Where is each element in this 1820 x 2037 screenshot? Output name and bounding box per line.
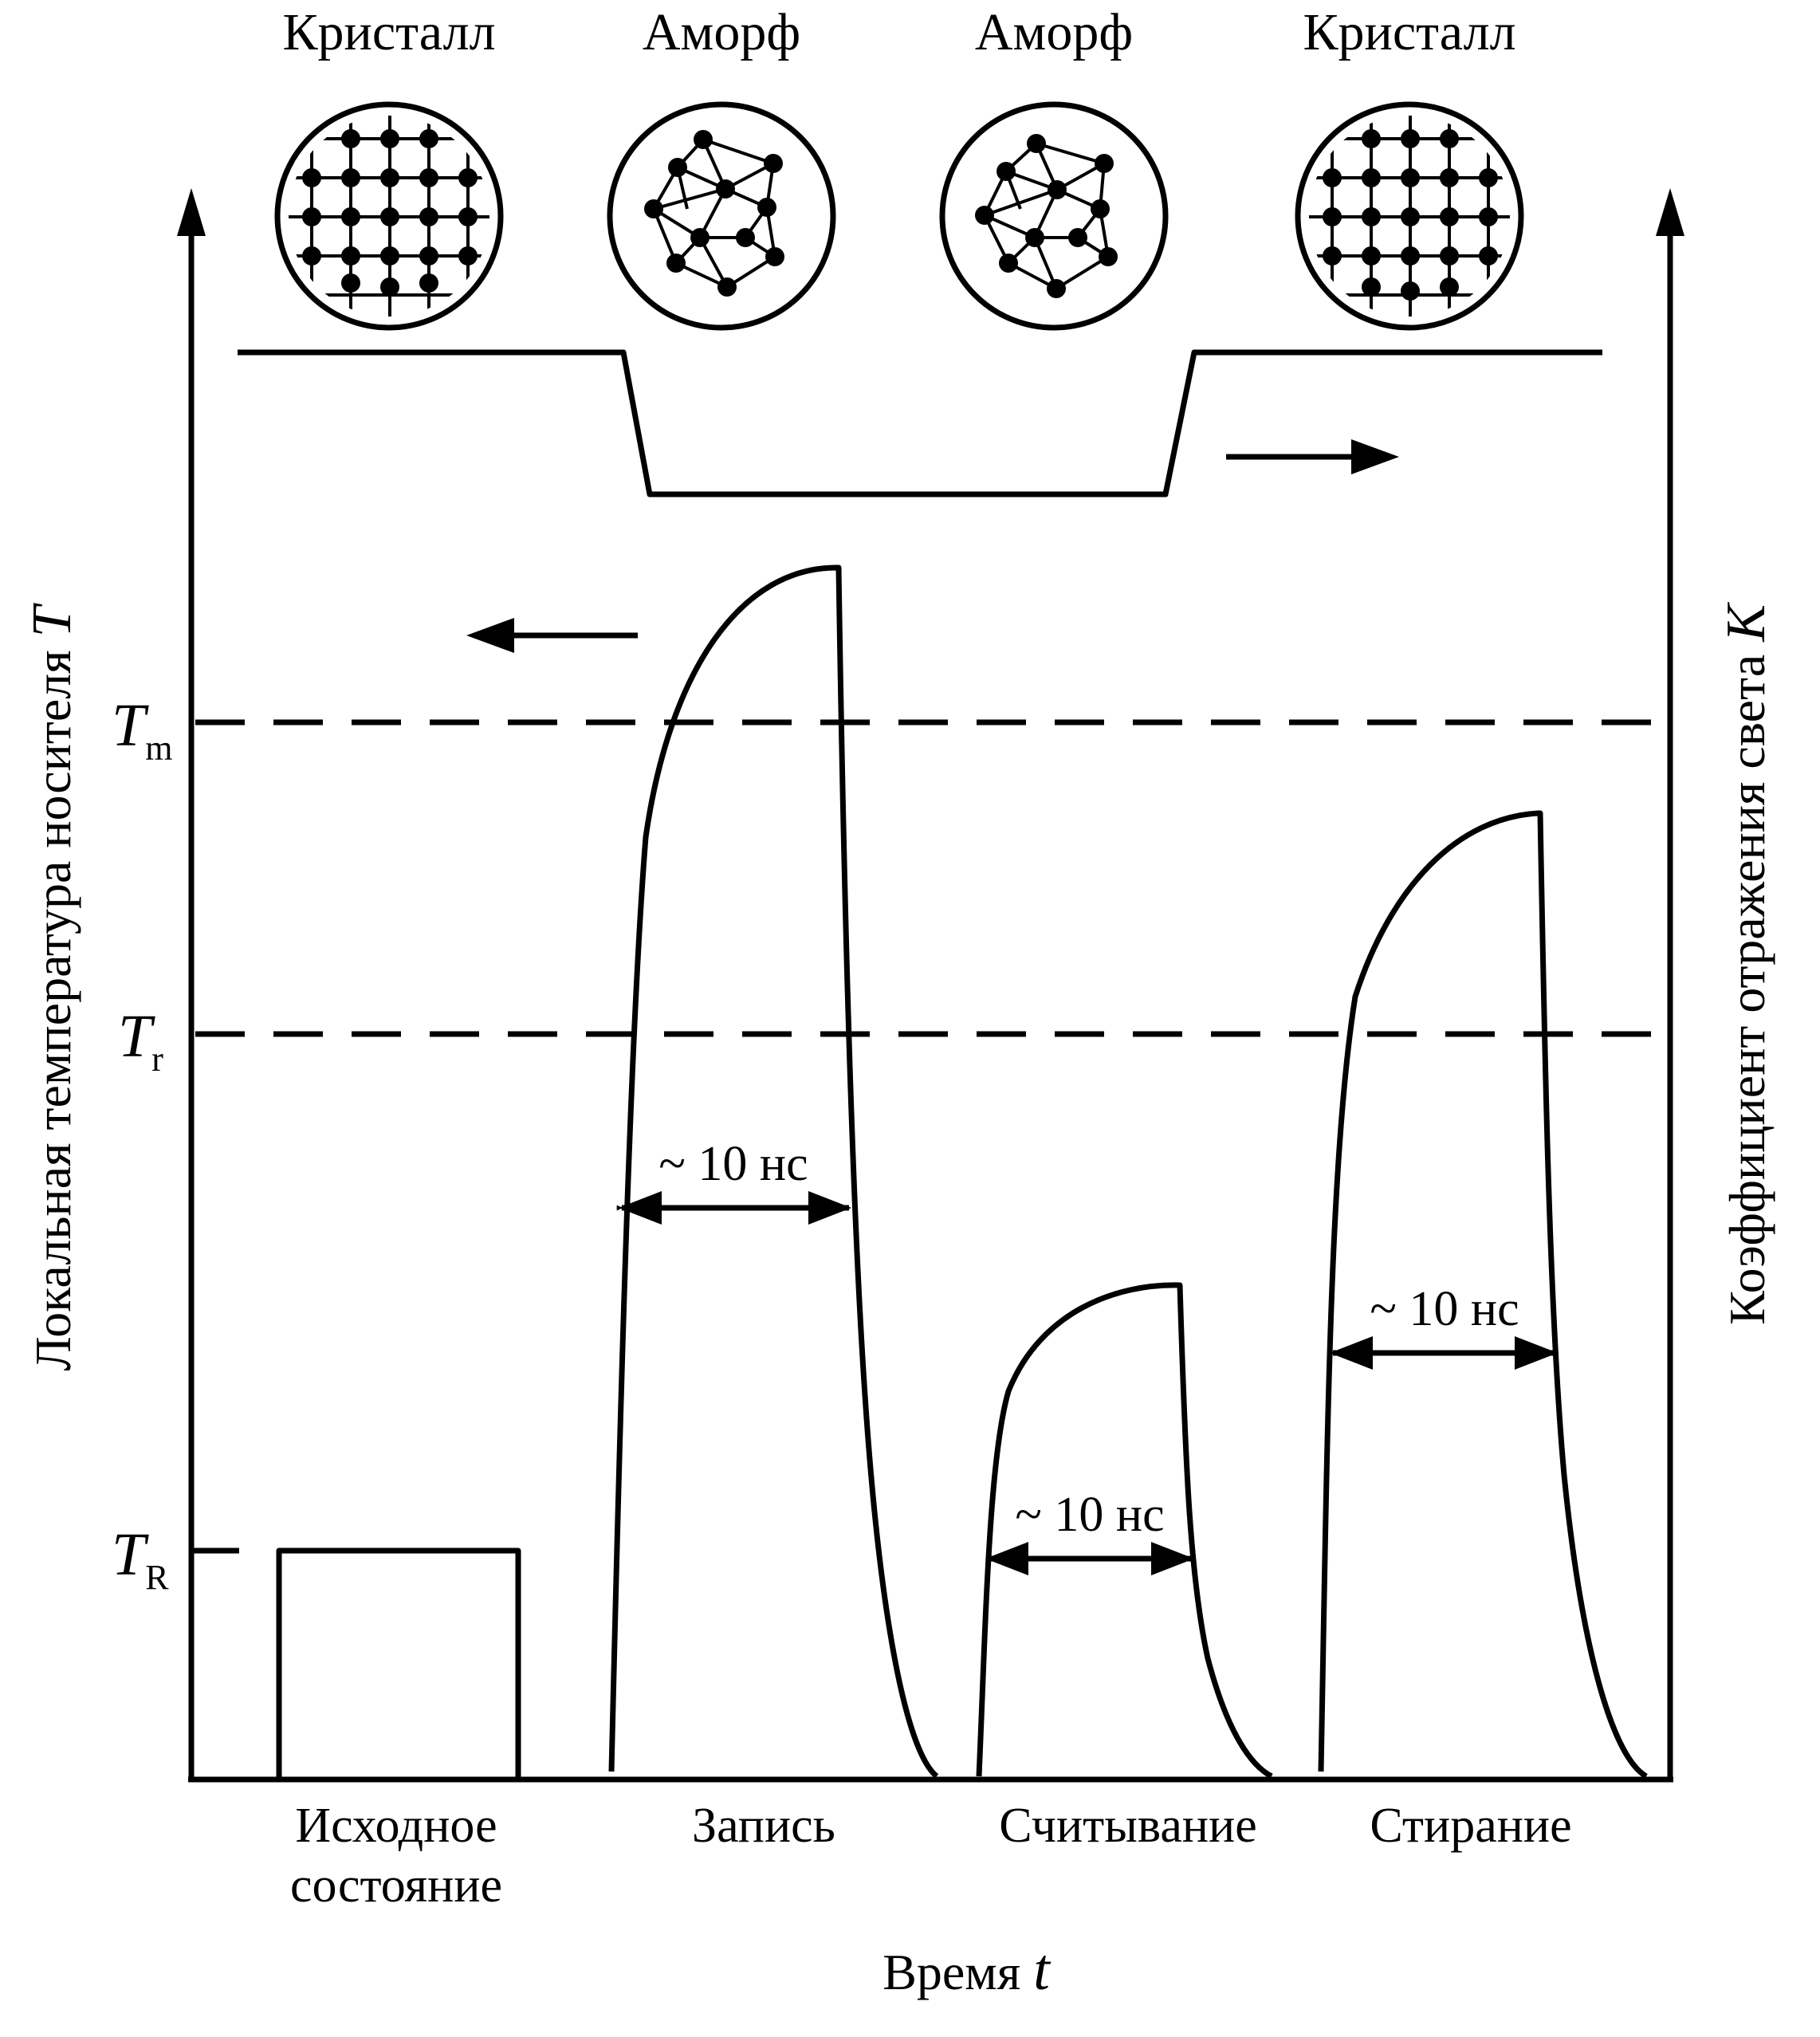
phase-label-write: Запись [692,1799,835,1853]
amorphous-structure-icon [939,101,1169,331]
initial-state-pulse [276,1547,521,1779]
erase-duration-marker: ~ 10 нс [1330,1282,1558,1370]
recrystallization-level-label: Tr [118,1003,163,1079]
phase-label-initial: Исходное [295,1799,497,1853]
crystal-structure-icon [274,101,504,331]
read-pulse [976,1282,1273,1779]
phase-label-erase: Стирание [1370,1799,1571,1853]
write-duration-label: ~ 10 нс [658,1137,808,1191]
state-label-2: Аморф [643,3,800,61]
state-label-3: Аморф [975,3,1133,61]
read-duration-label: ~ 10 нс [1015,1488,1164,1542]
state-label-4: Кристалл [1303,3,1515,61]
erase-duration-label: ~ 10 нс [1370,1282,1519,1336]
reflectivity-curve [238,349,1602,497]
left-axis-title: Локальная температура носителя T [22,602,83,1370]
right-axis-title: Коэффициент отражения света K [1716,602,1777,1325]
read-duration-marker: ~ 10 нс [985,1488,1194,1575]
arrow-left-icon [466,618,638,653]
left-axis-arrowhead [177,188,206,236]
read-level-label: TR [112,1521,169,1597]
time-axis-title: Время t [882,1937,1052,2003]
state-label-1: Кристалл [282,3,495,61]
amorphous-structure-icon [607,101,836,331]
phase-label-read: Считывание [999,1799,1257,1853]
right-axis-arrowhead [1656,188,1684,236]
crystal-structure-icon [1295,101,1524,331]
melt-level-label: Tm [112,692,173,768]
erase-pulse [1318,810,1648,1779]
arrow-right-icon [1226,439,1399,474]
write-duration-marker: ~ 10 нс [616,1137,851,1225]
write-pulse [608,564,939,1779]
phase-label-initial-line2: состояние [290,1858,502,1913]
